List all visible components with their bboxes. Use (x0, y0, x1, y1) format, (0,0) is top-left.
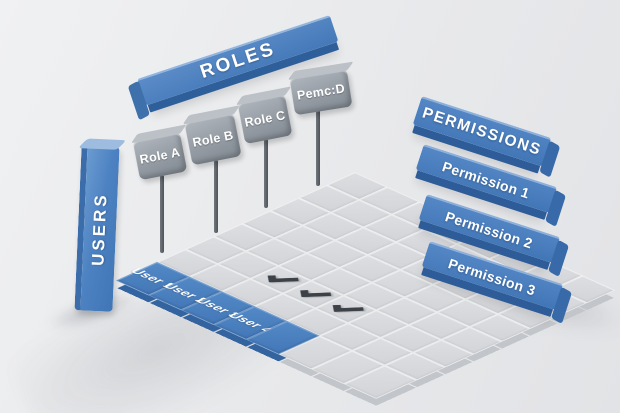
role-b-pole (214, 160, 218, 233)
role-a-pole (160, 175, 164, 253)
role-a-label: Role A (138, 145, 182, 167)
role-block-b: Role B (184, 112, 242, 166)
role-block-c: Role C (237, 93, 293, 145)
checkmark-icon (300, 289, 332, 298)
role-c-pole (264, 139, 268, 208)
role-c-label: Role C (243, 108, 287, 130)
roles-banner-label: ROLES (197, 38, 279, 83)
permission-1-label: Permission 1 (440, 157, 532, 202)
role-b-label: Role B (191, 128, 235, 150)
role-d-label: Pemc:D (296, 81, 346, 103)
role-block-d: Pemc:D (289, 68, 353, 116)
checkmark-icon (333, 303, 365, 312)
role-block-a: Role A (132, 131, 188, 181)
users-pillar-label: USERS (88, 191, 111, 266)
checkmark-icon (267, 274, 300, 283)
role-d-pole (316, 110, 320, 186)
users-pillar: USERS (74, 145, 120, 312)
